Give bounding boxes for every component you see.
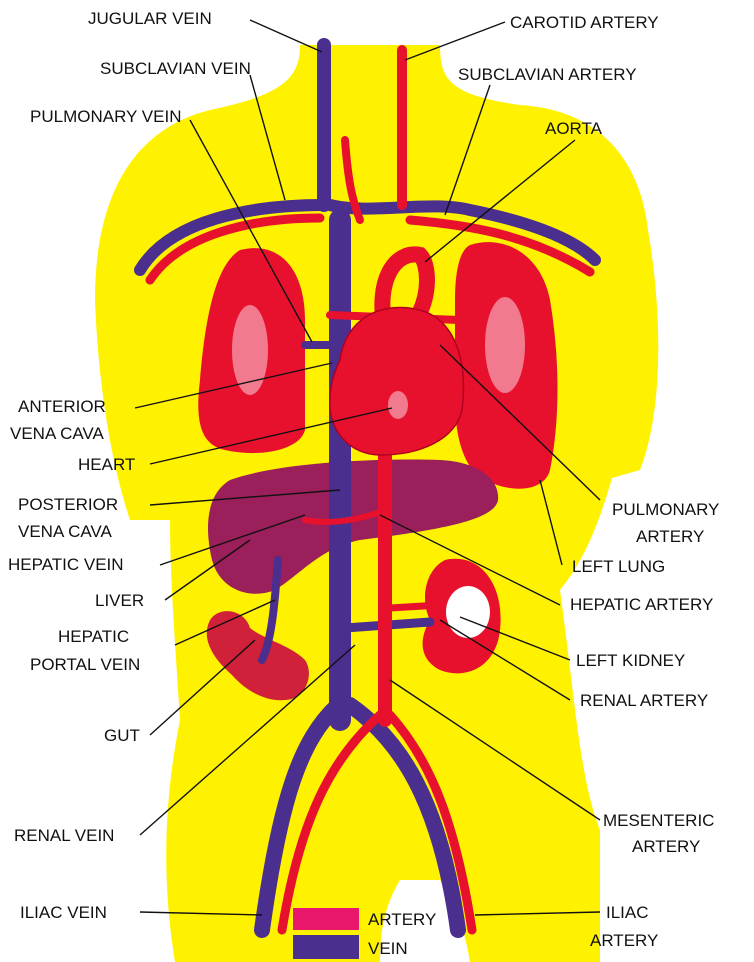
heart-highlight [388, 391, 408, 419]
legend-vein-label: VEIN [368, 939, 408, 958]
label-left-lung: LEFT LUNG [572, 557, 665, 576]
label-jugular-vein: JUGULAR VEIN [88, 9, 212, 28]
label-liver: LIVER [95, 591, 144, 610]
label-pulmonary-vein: PULMONARY VEIN [30, 107, 181, 126]
label-pulmonary-artery-line1: PULMONARY [612, 500, 719, 519]
label-subclavian-artery: SUBCLAVIAN ARTERY [458, 65, 637, 84]
label-left-kidney: LEFT KIDNEY [576, 651, 685, 670]
label-iliac-vein: ILIAC VEIN [20, 903, 107, 922]
label-hepatic-portal-vein-line2: PORTAL VEIN [30, 655, 140, 674]
label-posterior-vena-cava-line1: POSTERIOR [18, 495, 118, 514]
leader-jugular-vein [250, 20, 322, 52]
label-posterior-vena-cava-line2: VENA CAVA [18, 522, 113, 541]
label-hepatic-portal-vein-line1: HEPATIC [58, 627, 129, 646]
label-carotid-artery: CAROTID ARTERY [510, 13, 659, 32]
label-renal-artery: RENAL ARTERY [580, 691, 708, 710]
leader-carotid-artery [405, 22, 505, 60]
legend-vein-swatch [293, 935, 359, 959]
label-pulmonary-artery-line2: ARTERY [636, 527, 704, 546]
label-mesenteric-artery-line1: MESENTERIC [603, 811, 714, 830]
label-mesenteric-artery-line2: ARTERY [632, 837, 700, 856]
label-heart: HEART [78, 455, 135, 474]
label-hepatic-vein: HEPATIC VEIN [8, 555, 124, 574]
legend-artery-swatch [293, 908, 359, 930]
left-lung-highlight [485, 297, 525, 393]
left-kidney-hilum [446, 586, 490, 638]
label-anterior-vena-cava-line2: VENA CAVA [10, 424, 105, 443]
renal-artery-vessel [390, 605, 440, 608]
label-anterior-vena-cava-line1: ANTERIOR [18, 397, 106, 416]
legend-artery-label: ARTERY [368, 910, 436, 929]
label-subclavian-vein: SUBCLAVIAN VEIN [100, 59, 251, 78]
label-iliac-artery-line2: ARTERY [590, 931, 658, 950]
label-gut: GUT [104, 726, 140, 745]
label-hepatic-artery: HEPATIC ARTERY [570, 595, 713, 614]
label-iliac-artery-line1: ILIAC [606, 903, 649, 922]
label-renal-vein: RENAL VEIN [14, 826, 114, 845]
label-aorta: AORTA [545, 119, 603, 138]
